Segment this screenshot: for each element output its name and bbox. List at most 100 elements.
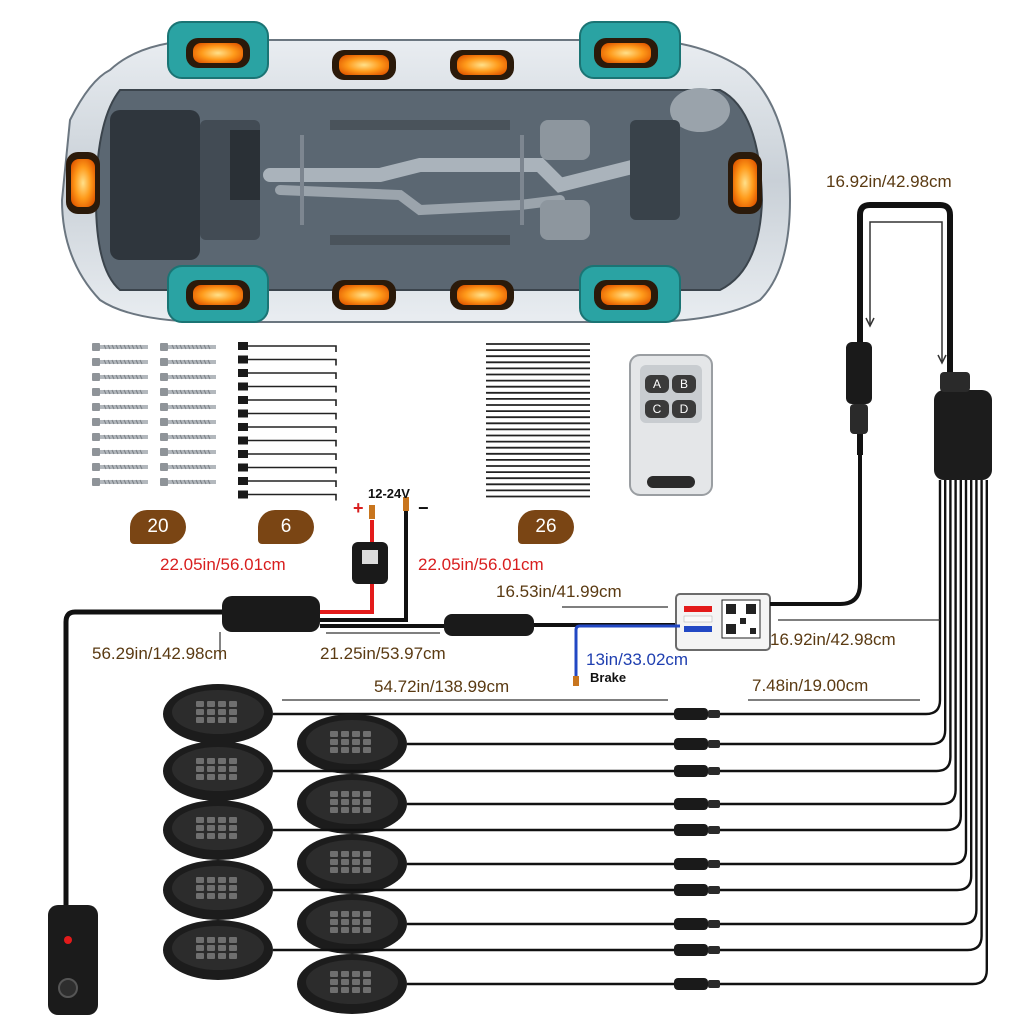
remote-key-b: B [672, 375, 696, 393]
rock-light-pod-icon [163, 800, 676, 860]
pod-connector-icon [674, 944, 720, 956]
negative-sign: − [418, 498, 429, 518]
power-switch-icon [48, 905, 98, 1015]
car-pod-7 [186, 280, 250, 310]
remote-key-c: C [645, 400, 669, 418]
rock-light-pod-icon [297, 714, 676, 774]
positive-sign: + [353, 498, 364, 518]
hub-branch-cable [720, 480, 983, 952]
screw-icon [92, 343, 148, 351]
screw-icon [160, 358, 216, 366]
car-pod-3 [450, 50, 514, 80]
pod-connector-icon [674, 884, 720, 896]
screw-icon [92, 388, 148, 396]
remote-icon [629, 354, 713, 496]
zip-ties-count-badge: 6 [258, 510, 314, 544]
power-plug-icon [222, 596, 320, 632]
screw-icon [160, 343, 216, 351]
screw-icon [160, 478, 216, 486]
screw-icon [92, 478, 148, 486]
car-pod-2 [332, 50, 396, 80]
car-pod-5 [66, 152, 100, 214]
dimension-pod-cable: 54.72in/138.99cm [374, 677, 510, 696]
cable-ties-icon [486, 343, 590, 498]
hub-branch-cables [720, 480, 988, 986]
hub-branch-cable [720, 480, 942, 716]
brake-label: Brake [590, 670, 627, 685]
screw-icon [160, 388, 216, 396]
screw-icon [92, 433, 148, 441]
remote-key-a: A [645, 375, 669, 393]
screw-icon [92, 373, 148, 381]
dimension-red-wire: 22.05in/56.01cm [160, 555, 286, 574]
screw-icon [160, 418, 216, 426]
zip-ties-icon [238, 342, 337, 501]
screw-icon [160, 373, 216, 381]
pod-connector-icon [674, 918, 720, 930]
car-pod-6 [728, 152, 762, 214]
zip-tie-icon [238, 423, 337, 433]
dimension-controller-to-inline: 16.53in/41.99cm [496, 582, 622, 601]
pod-connector-icon [674, 708, 720, 720]
hub-branch-cable [720, 480, 988, 986]
rock-light-pods [163, 684, 720, 1014]
car-pod-1 [186, 38, 250, 68]
dimension-controller-to-hub: 16.92in/42.98cm [770, 630, 896, 649]
pod-connector-icon [674, 765, 720, 777]
pod-connector-icon [674, 824, 720, 836]
zip-tie-icon [238, 450, 337, 460]
hub-branch-cable [720, 480, 968, 866]
screw-icon [160, 463, 216, 471]
dimension-hub-upper-cable: 16.92in/42.98cm [826, 172, 952, 191]
car-pod-10 [594, 280, 658, 310]
hub-branch-cable [720, 480, 978, 926]
zip-tie-icon [238, 342, 337, 352]
pod-connector-icon [674, 858, 720, 870]
zip-tie-icon [238, 396, 337, 406]
screw-icon [92, 403, 148, 411]
zip-tie-icon [238, 436, 337, 447]
rock-light-pod-icon [297, 954, 676, 1014]
screw-icon [92, 358, 148, 366]
zip-tie-icon [238, 382, 337, 393]
zip-tie-icon [238, 477, 337, 487]
pod-connector-icon [674, 738, 720, 750]
zip-tie-icon [238, 355, 337, 366]
voltage-label: 12-24V [368, 486, 410, 501]
dimension-hub-branch: 7.48in/19.00cm [752, 676, 869, 695]
dimension-power-to-inline: 21.25in/53.97cm [320, 644, 446, 663]
dimension-switch-cable: 56.29in/142.98cm [92, 644, 228, 663]
rock-light-pod-icon [163, 741, 676, 801]
screws-count-badge: 20 [130, 510, 186, 544]
fuse-holder-icon [352, 542, 388, 584]
screw-icon [92, 418, 148, 426]
hub-branch-cable [720, 480, 957, 806]
car-pod-9 [450, 280, 514, 310]
splitter-hub-icon [934, 372, 992, 480]
dimension-brake-wire: 13in/33.02cm [586, 650, 689, 669]
hub-branch-cable [720, 480, 952, 773]
rock-light-pod-icon [297, 834, 676, 894]
screw-icon [92, 448, 148, 456]
car-pod-8 [332, 280, 396, 310]
zip-tie-icon [238, 409, 337, 420]
rock-light-pod-icon [163, 684, 676, 744]
car-pod-4 [594, 38, 658, 68]
screw-icon [160, 403, 216, 411]
inline-connector-icon [444, 614, 534, 636]
rock-light-pod-icon [163, 920, 676, 980]
bluetooth-controller-icon [675, 593, 771, 651]
screws-icon [92, 343, 216, 486]
upper-inline-connector-icon [846, 342, 872, 434]
cable-ties-count-badge: 26 [518, 510, 574, 544]
zip-tie-icon [238, 369, 337, 379]
screw-icon [160, 448, 216, 456]
dimension-black-wire: 22.05in/56.01cm [418, 555, 544, 574]
rock-light-pod-icon [297, 894, 676, 954]
rock-light-pod-icon [163, 860, 676, 920]
zip-tie-icon [238, 463, 337, 474]
rock-light-pod-icon [297, 774, 676, 834]
pod-connector-icon [674, 798, 720, 810]
screw-icon [160, 433, 216, 441]
